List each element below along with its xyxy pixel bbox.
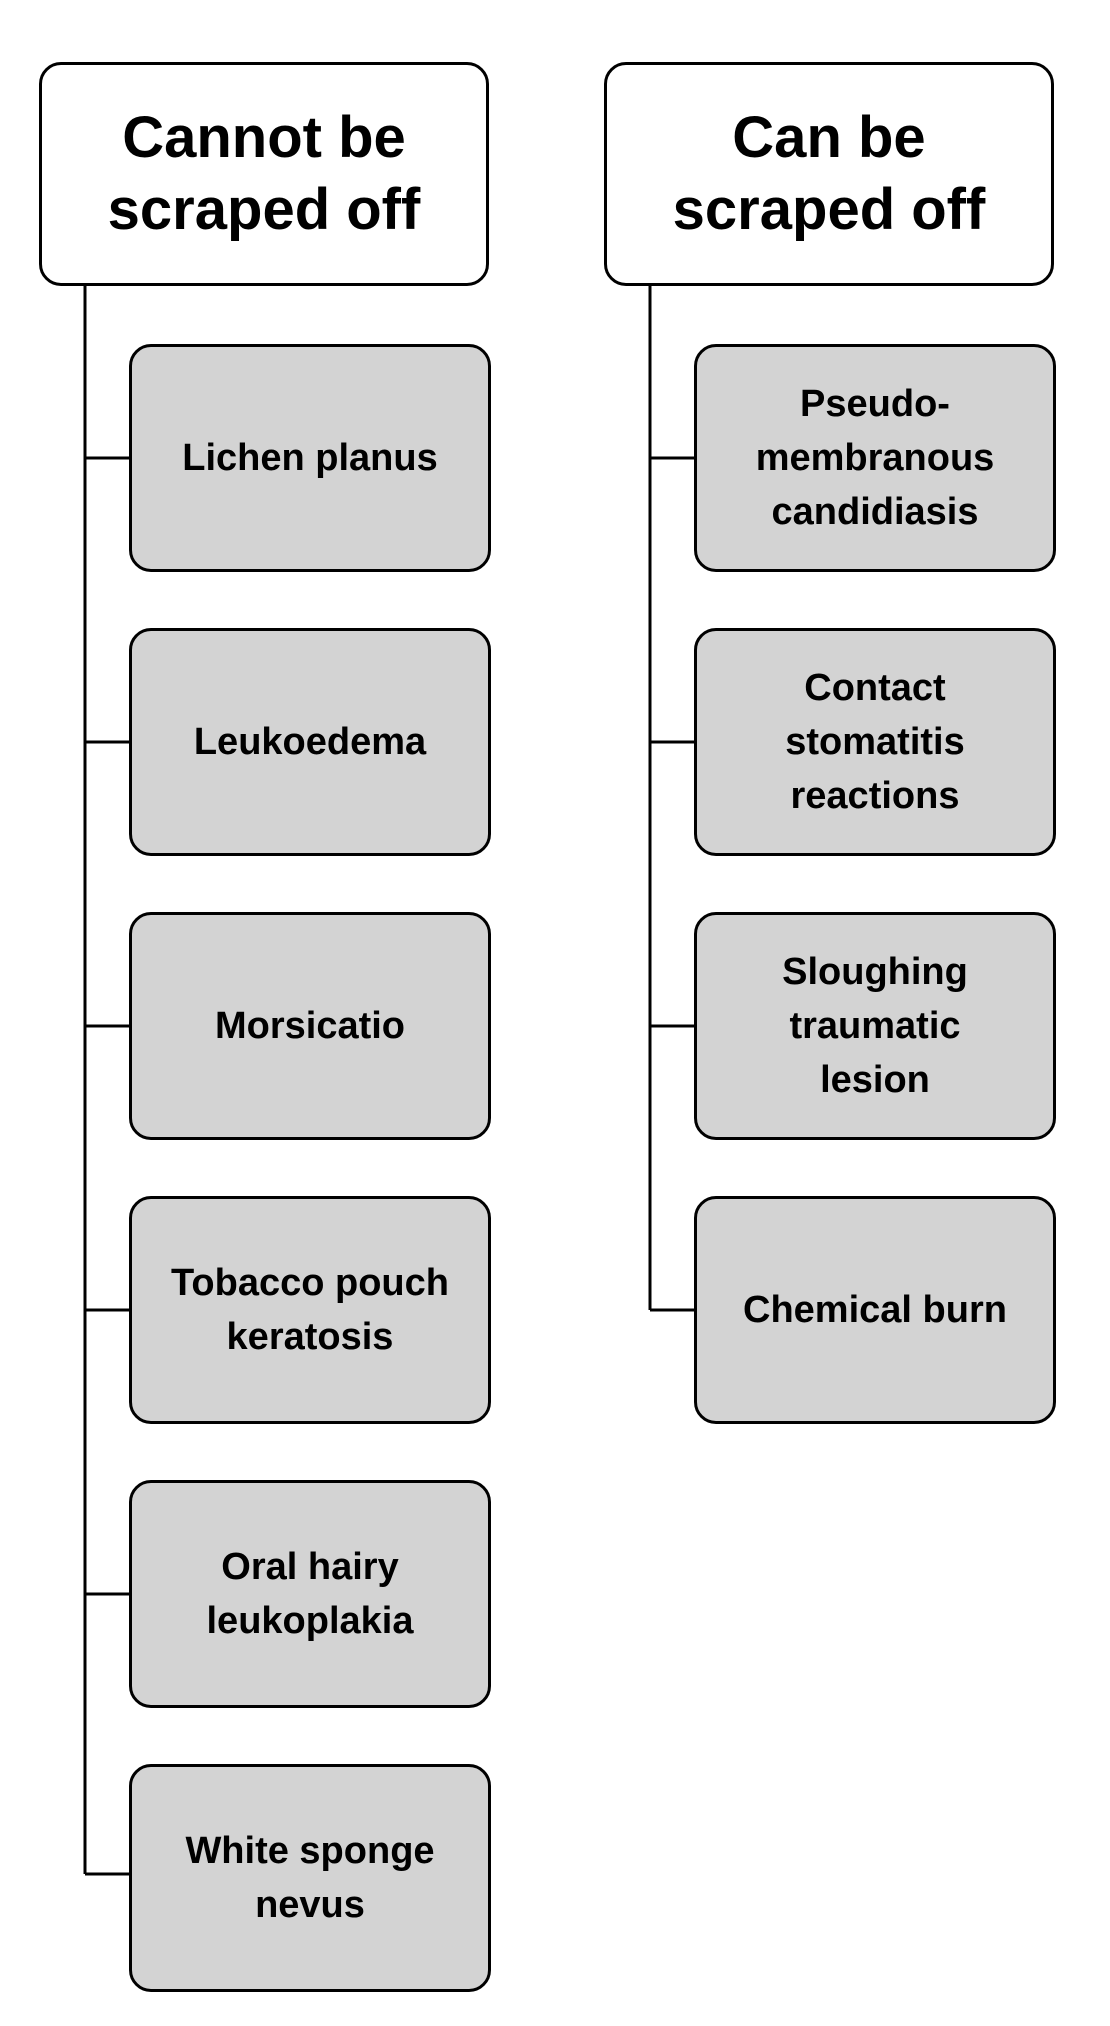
cannot-be-scraped-list: Lichen planus Leukoedema Morsicatio Toba… [129, 344, 491, 1992]
cannot-be-scraped-column: Cannot be scraped off Lichen planus Leuk… [39, 62, 491, 1992]
item-morsicatio: Morsicatio [129, 912, 491, 1140]
can-be-scraped-header: Can be scraped off [604, 62, 1054, 286]
item-oral-hairy-leukoplakia: Oral hairy leukoplakia [129, 1480, 491, 1708]
item-contact-stomatitis-reactions: Contact stomatitis reactions [694, 628, 1056, 856]
item-sloughing-traumatic-lesion: Sloughing traumatic lesion [694, 912, 1056, 1140]
item-pseudomembranous-candidiasis: Pseudo- membranous candidiasis [694, 344, 1056, 572]
item-lichen-planus: Lichen planus [129, 344, 491, 572]
cannot-be-scraped-header: Cannot be scraped off [39, 62, 489, 286]
item-white-sponge-nevus: White sponge nevus [129, 1764, 491, 1992]
item-tobacco-pouch-keratosis: Tobacco pouch keratosis [129, 1196, 491, 1424]
item-leukoedema: Leukoedema [129, 628, 491, 856]
can-be-scraped-list: Pseudo- membranous candidiasis Contact s… [694, 344, 1056, 1424]
item-chemical-burn: Chemical burn [694, 1196, 1056, 1424]
can-be-scraped-column: Can be scraped off Pseudo- membranous ca… [604, 62, 1056, 1424]
